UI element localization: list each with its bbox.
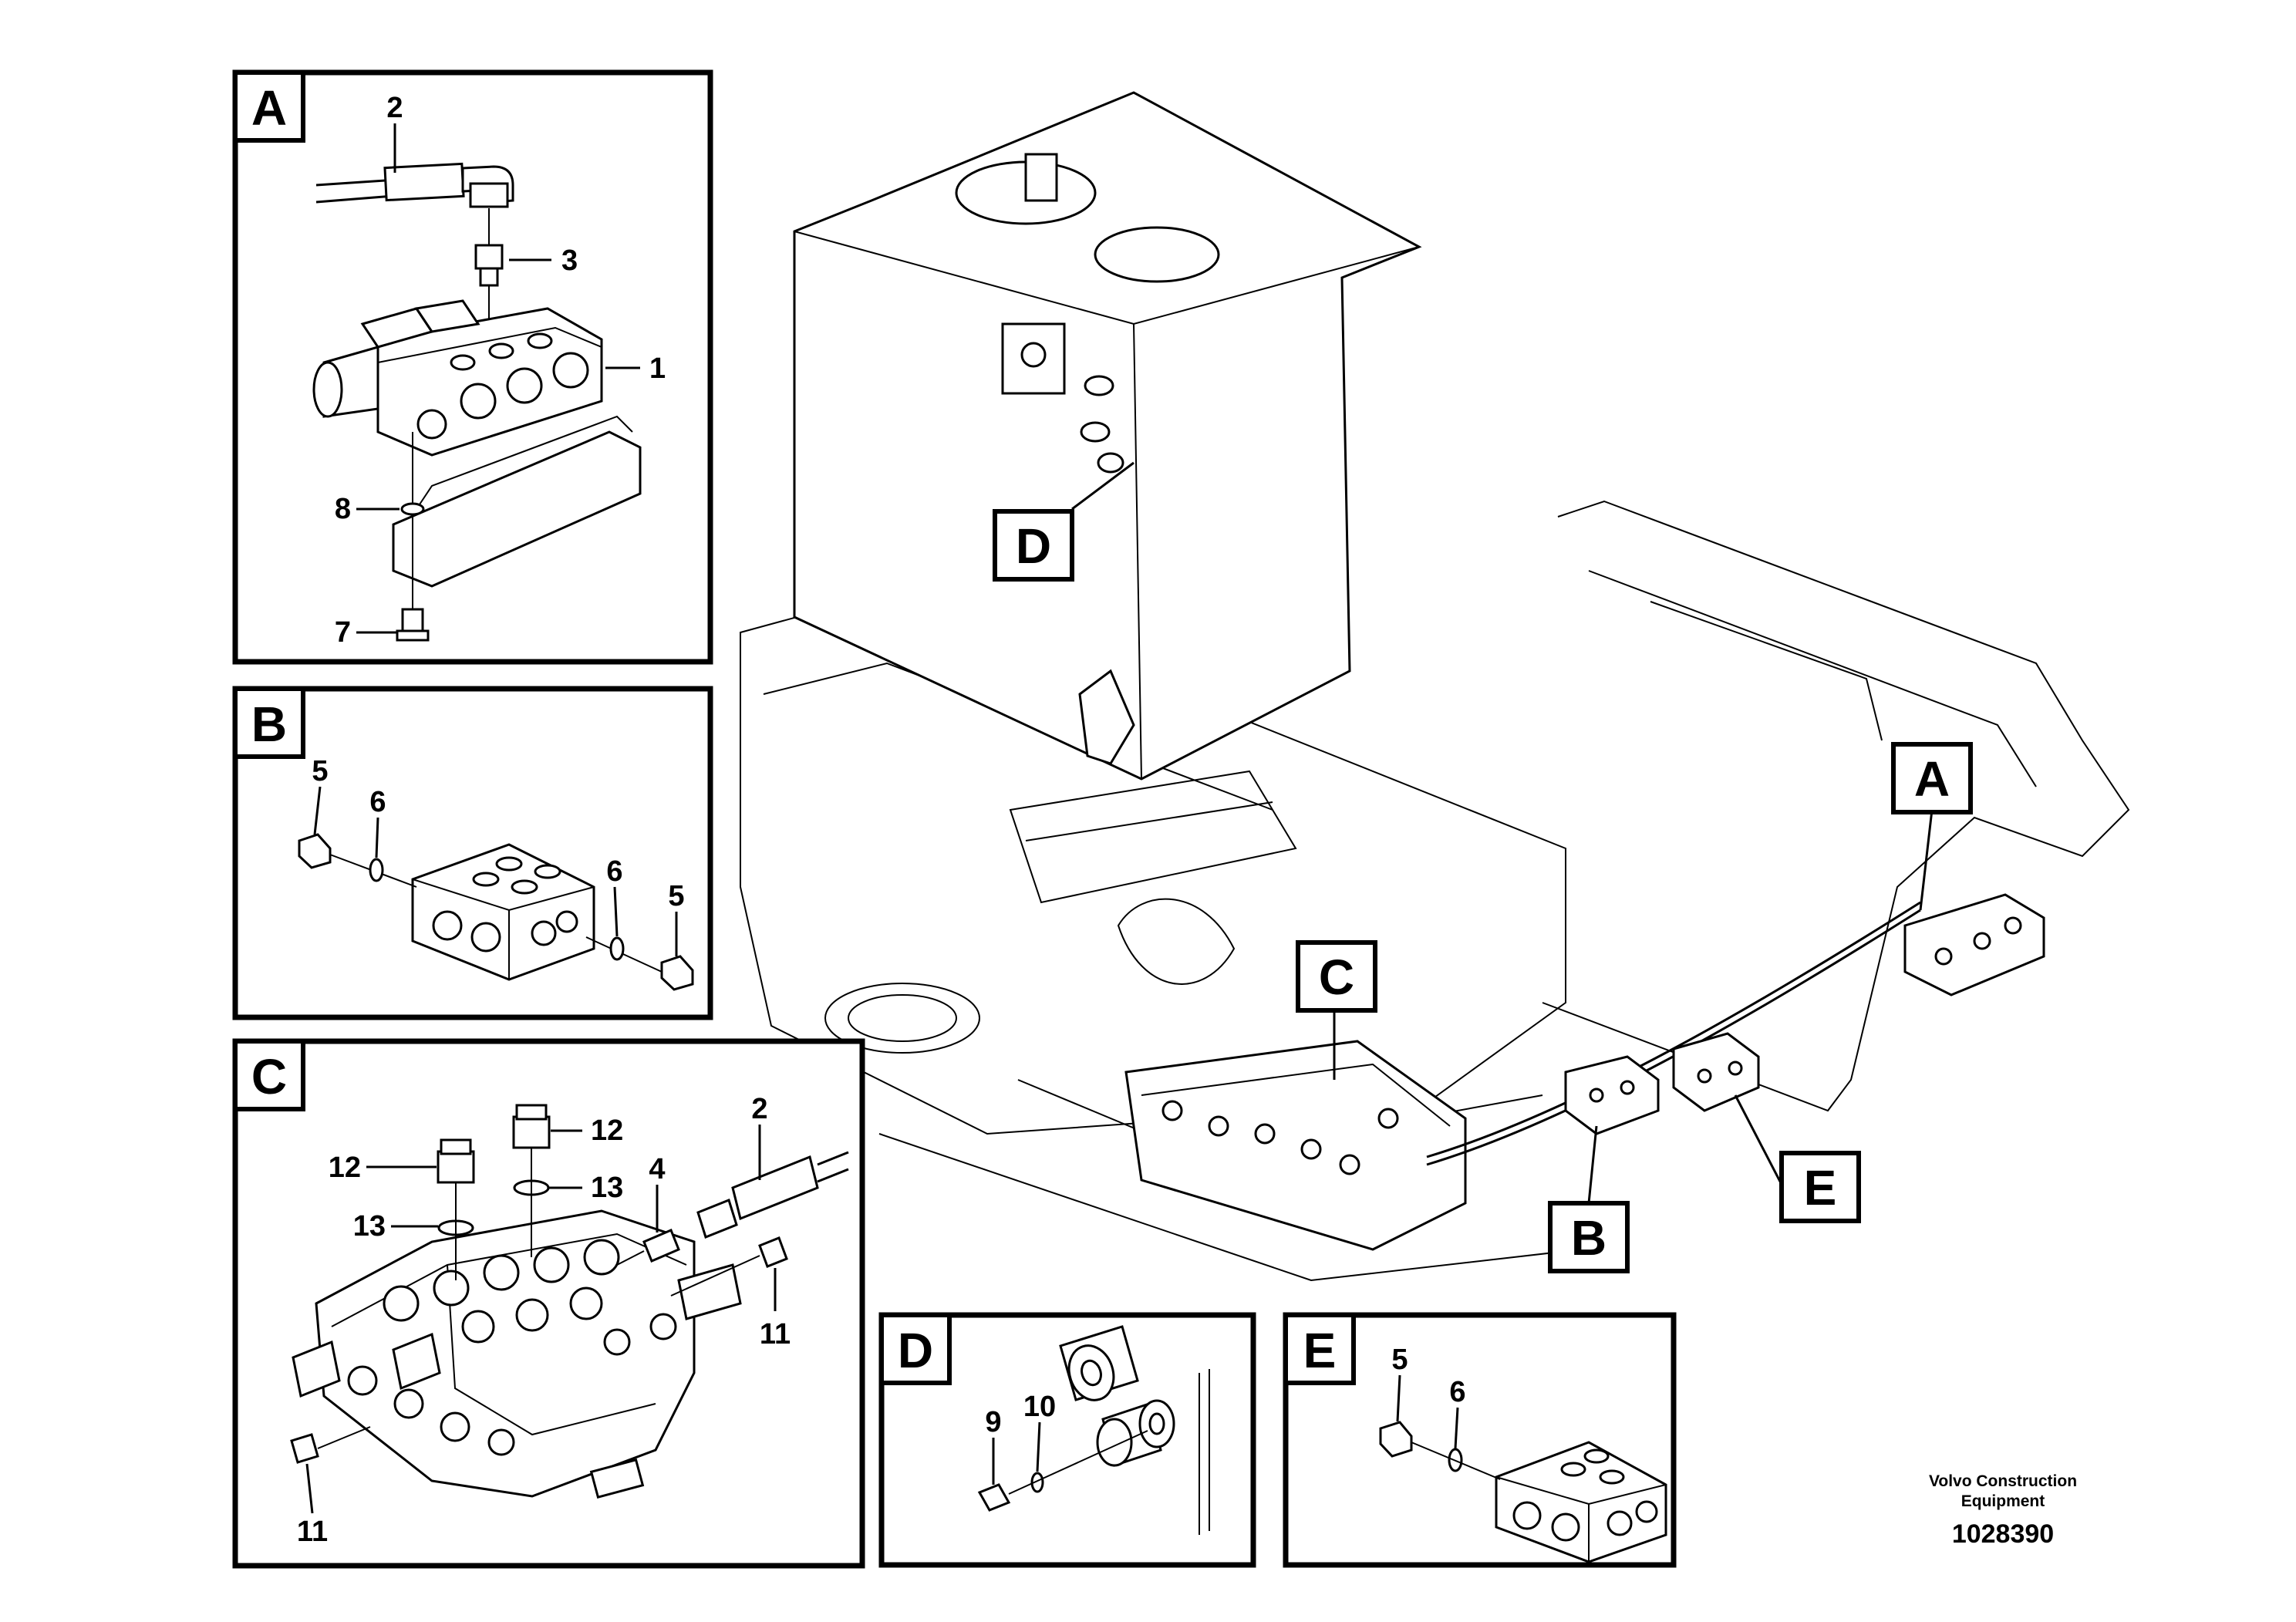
- overview-assembly: [740, 91, 2130, 1282]
- detail-panel-d: D 9 10: [878, 1312, 1256, 1568]
- panel-label-a: A: [251, 80, 287, 136]
- svg-text:13: 13: [591, 1172, 623, 1204]
- svg-text:6: 6: [606, 855, 622, 888]
- svg-text:12: 12: [591, 1114, 623, 1147]
- svg-text:11: 11: [760, 1318, 791, 1351]
- svg-text:12: 12: [329, 1152, 361, 1184]
- document-number: 1028390: [1952, 1519, 2054, 1549]
- detail-panel-a: A 2 3: [232, 69, 713, 665]
- svg-text:2: 2: [751, 1093, 767, 1125]
- svg-text:B: B: [1571, 1210, 1607, 1266]
- overview-label-e: E: [1779, 1151, 1861, 1223]
- svg-text:4: 4: [649, 1153, 665, 1185]
- svg-text:6: 6: [1449, 1376, 1465, 1408]
- svg-text:A: A: [1914, 751, 1950, 807]
- svg-text:1: 1: [649, 352, 666, 385]
- overview-label-d: D: [993, 509, 1074, 582]
- svg-text:9: 9: [985, 1406, 1001, 1438]
- svg-text:C: C: [1319, 949, 1354, 1005]
- credit-line-2: Equipment: [1961, 1492, 2045, 1510]
- svg-text:6: 6: [369, 786, 386, 818]
- overview-label-c: C: [1296, 940, 1377, 1013]
- svg-text:7: 7: [335, 616, 351, 649]
- svg-text:13: 13: [353, 1210, 386, 1243]
- detail-panel-b: B 5 6 6 5: [232, 686, 713, 1020]
- svg-text:8: 8: [335, 493, 351, 525]
- overview-label-a: A: [1891, 742, 1973, 814]
- panel-label-e: E: [1303, 1323, 1337, 1378]
- svg-text:D: D: [1016, 518, 1051, 574]
- panel-label-d: D: [898, 1323, 933, 1378]
- credit-block: Volvo Construction Equipment 1028390: [1929, 1472, 2077, 1549]
- overview-label-b: B: [1548, 1201, 1630, 1273]
- svg-text:2: 2: [386, 92, 403, 124]
- svg-text:11: 11: [297, 1516, 328, 1548]
- detail-panel-c: C: [232, 1038, 865, 1569]
- svg-text:3: 3: [561, 244, 578, 277]
- svg-text:E: E: [1804, 1160, 1837, 1216]
- panel-label-c: C: [251, 1049, 287, 1104]
- credit-line-1: Volvo Construction: [1929, 1472, 2077, 1490]
- svg-text:5: 5: [312, 755, 328, 787]
- panel-label-b: B: [251, 696, 287, 752]
- svg-text:5: 5: [1391, 1344, 1408, 1376]
- detail-panel-e: E 5 6: [1283, 1312, 1677, 1568]
- svg-text:5: 5: [668, 880, 684, 912]
- svg-text:10: 10: [1023, 1391, 1056, 1423]
